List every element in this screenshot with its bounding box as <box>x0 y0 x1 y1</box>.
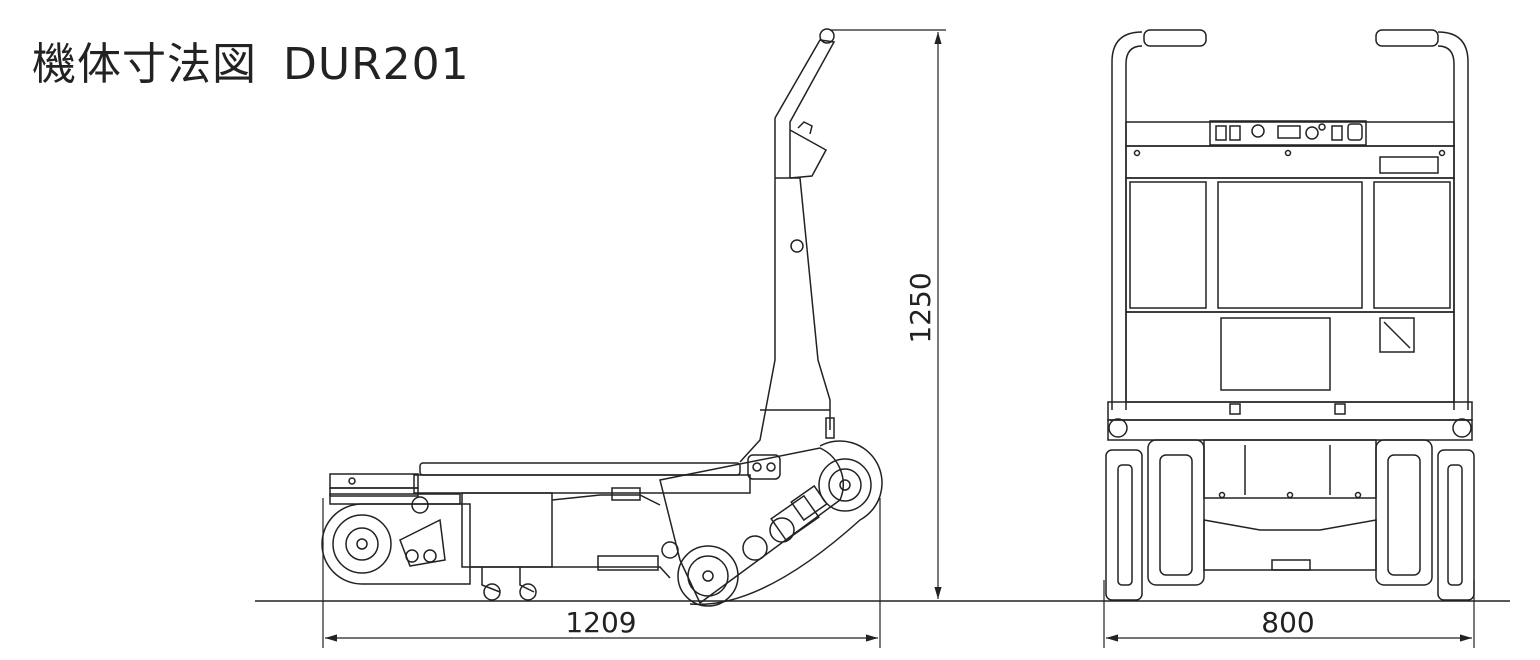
front-control-panel <box>1125 120 1455 179</box>
side-front-crawler <box>659 440 883 607</box>
side-casters <box>481 567 537 601</box>
model-name: DUR201 <box>283 39 470 90</box>
width-value: 800 <box>1261 606 1314 639</box>
height-dimension: 1250 <box>830 29 946 599</box>
front-crawlers <box>1105 439 1475 601</box>
height-value: 1250 <box>904 272 937 343</box>
side-battery-box <box>461 487 671 579</box>
side-deck <box>329 454 781 497</box>
width-dimension: 800 <box>1103 580 1475 648</box>
front-view <box>1105 29 1475 601</box>
front-body <box>1107 177 1473 441</box>
drawing-title: 機体寸法図 DUR201 <box>32 28 470 92</box>
side-rear-crawler <box>321 493 471 585</box>
side-view <box>321 28 883 607</box>
drawing-title-text: 機体寸法図 <box>32 39 257 90</box>
length-value: 1209 <box>565 606 636 639</box>
side-handle <box>774 28 836 179</box>
length-dimension: 1209 <box>322 498 881 648</box>
front-handle <box>1111 29 1469 410</box>
side-column <box>739 177 835 463</box>
